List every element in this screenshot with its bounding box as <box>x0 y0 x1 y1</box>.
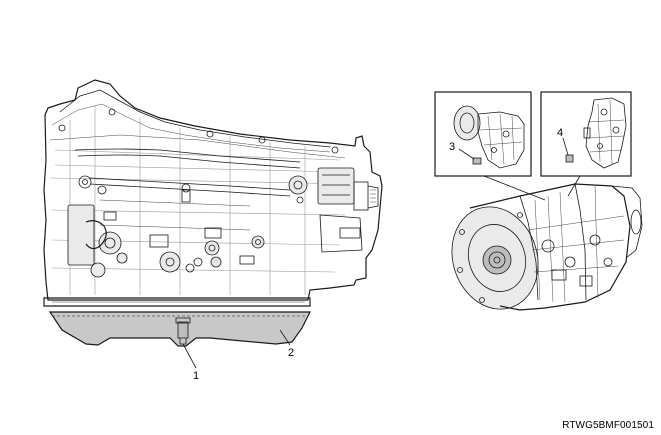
rear-extension <box>317 167 355 205</box>
valve-body-block <box>67 204 95 266</box>
transmission-case-outline <box>43 79 383 301</box>
inset-detail-right: 4 <box>540 91 632 177</box>
inset-pointer-left <box>483 175 546 201</box>
transmission-side-view <box>43 79 383 307</box>
reference-code: RTWG5BMF001501 <box>562 420 654 431</box>
inset-frame-right <box>540 91 632 177</box>
leader-line-2 <box>279 329 291 346</box>
leader-line-3 <box>458 148 475 160</box>
transmission-isometric-view <box>451 183 643 311</box>
callout-4: 4 <box>557 127 563 139</box>
leader-line-1 <box>182 343 197 369</box>
leader-line-4 <box>562 137 569 156</box>
inset-pointer-right <box>567 175 581 197</box>
callout-2: 2 <box>288 347 294 359</box>
callout-3: 3 <box>449 141 455 153</box>
inset-frame-left <box>434 91 532 177</box>
callout-1: 1 <box>193 370 199 382</box>
inset-detail-left: 3 <box>434 91 532 177</box>
